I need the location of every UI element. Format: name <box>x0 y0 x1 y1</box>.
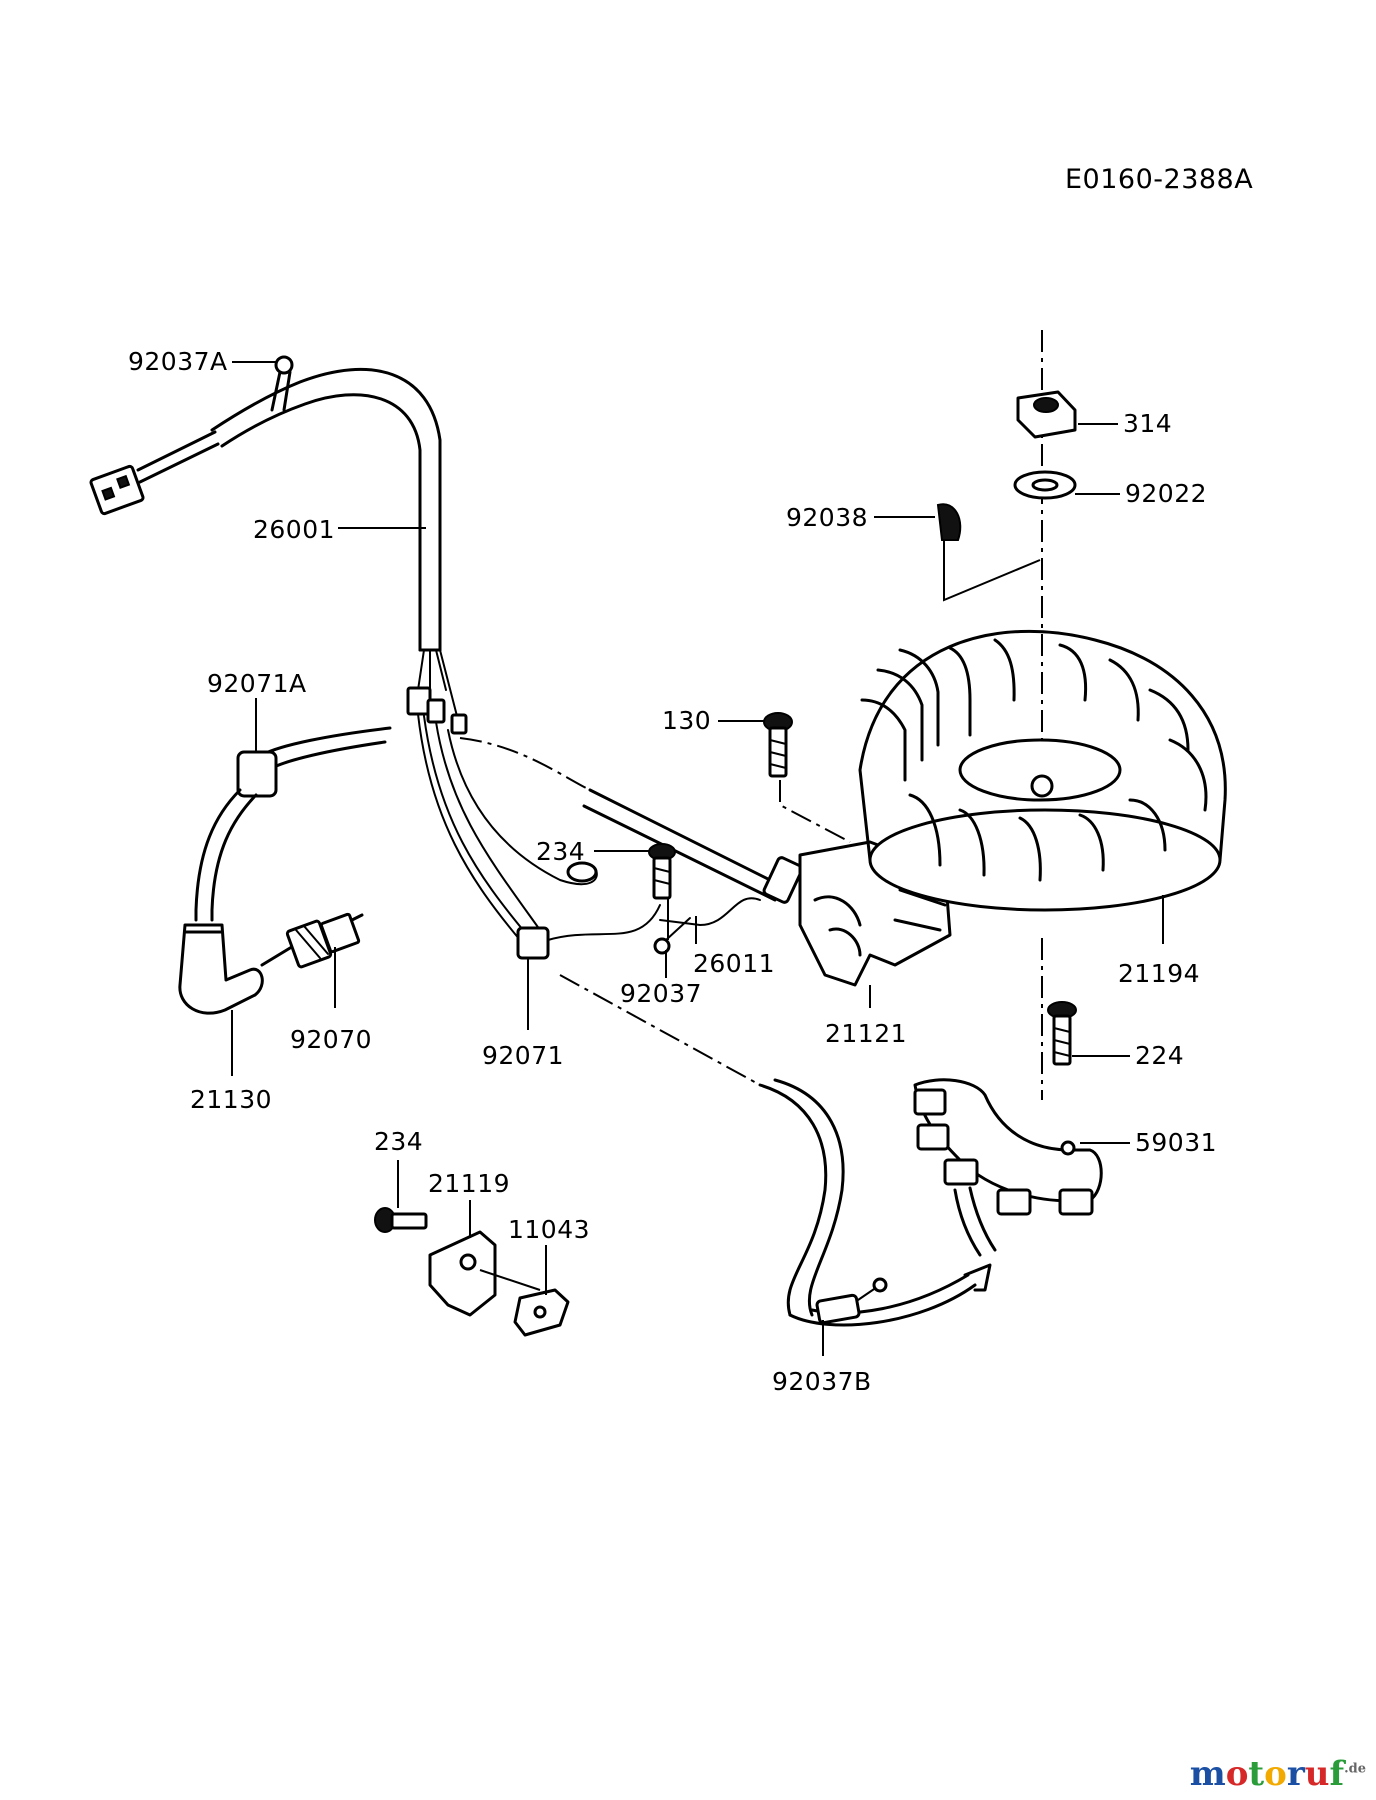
label-26001: 26001 <box>253 515 335 544</box>
lead-92037B <box>758 1078 992 1327</box>
label-234-upper: 234 <box>536 837 585 866</box>
label-314: 314 <box>1123 409 1172 438</box>
label-130: 130 <box>662 706 711 735</box>
label-92070: 92070 <box>290 1025 372 1054</box>
key-92038 <box>936 503 962 541</box>
label-92071A: 92071A <box>207 669 307 698</box>
spark-plug-92070 <box>260 912 364 969</box>
washer-92022 <box>1013 470 1077 500</box>
label-21194: 21194 <box>1118 959 1200 988</box>
watermark-letter: m <box>1189 1754 1226 1794</box>
label-21130: 21130 <box>190 1085 272 1114</box>
callout-leaders <box>231 361 1164 1356</box>
spark-plug-cap-21130 <box>178 923 264 1015</box>
bracket-assembly <box>374 1207 570 1337</box>
label-11043: 11043 <box>508 1215 590 1244</box>
label-224: 224 <box>1135 1041 1184 1070</box>
stator-59031 <box>913 1078 1103 1257</box>
part-labels: 92037A 26001 92071A 314 92022 92038 130 … <box>128 347 1217 1396</box>
watermark-letter: r <box>1286 1754 1305 1794</box>
ground-lead-92071 <box>417 713 661 960</box>
label-92037B: 92037B <box>772 1367 872 1396</box>
watermark-letter: o <box>1264 1754 1287 1794</box>
label-59031: 59031 <box>1135 1128 1217 1157</box>
watermark-logo: motoruf.de <box>1190 1754 1366 1794</box>
label-21119: 21119 <box>428 1169 510 1198</box>
bolt-234-upper <box>648 843 676 900</box>
lead-92071A <box>194 726 392 922</box>
watermark-letter: u <box>1304 1754 1330 1794</box>
label-92022: 92022 <box>1125 479 1207 508</box>
label-234-lower: 234 <box>374 1127 423 1156</box>
watermark-letter: t <box>1248 1754 1265 1794</box>
bolt-224 <box>1047 1001 1077 1066</box>
label-92038: 92038 <box>786 503 868 532</box>
flywheel-21194 <box>858 629 1227 912</box>
label-26011: 26011 <box>693 949 775 978</box>
watermark-text: motoruf <box>1190 1754 1344 1794</box>
label-92037: 92037 <box>620 979 702 1008</box>
wire-harness-26001 <box>89 355 468 735</box>
watermark-letter: f <box>1329 1754 1345 1794</box>
label-92071: 92071 <box>482 1041 564 1070</box>
label-21121: 21121 <box>825 1019 907 1048</box>
bolt-130 <box>763 712 793 778</box>
assembly-lines <box>459 330 1043 1100</box>
diagram-reference-code: E0160-2388A <box>1065 164 1253 195</box>
nut-314 <box>1016 390 1077 439</box>
terminal-92037 <box>653 897 761 955</box>
label-92037A: 92037A <box>128 347 228 376</box>
watermark-letter: o <box>1225 1754 1249 1794</box>
watermark-suffix: .de <box>1344 1761 1366 1777</box>
